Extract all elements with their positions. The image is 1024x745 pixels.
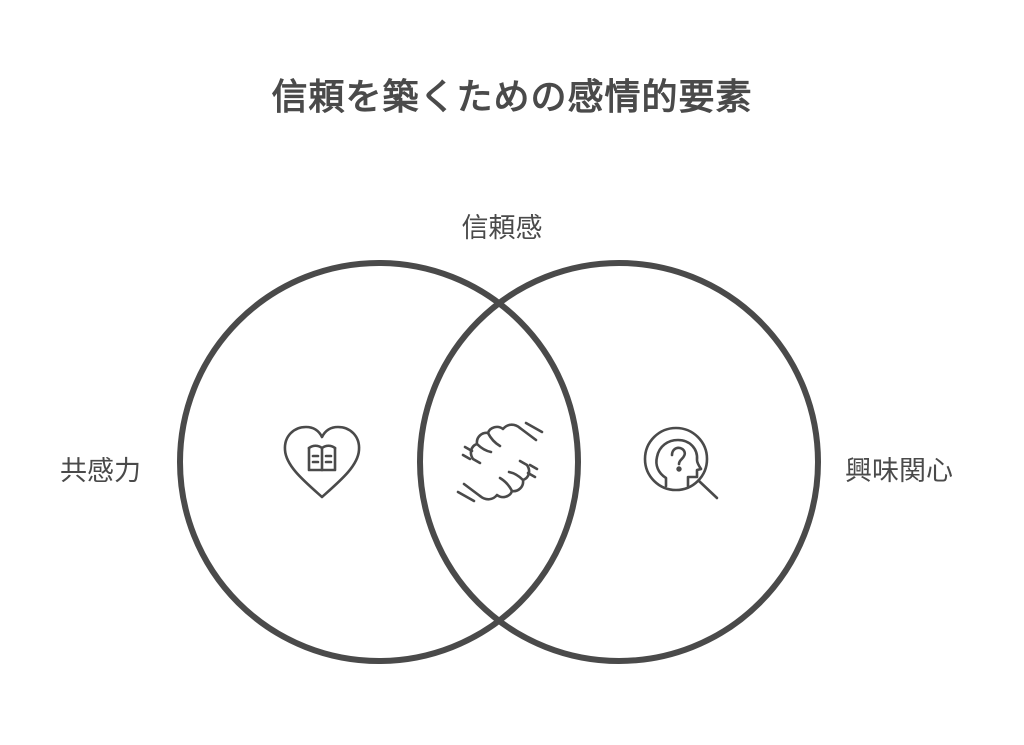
right-set-label: 興味関心 xyxy=(845,456,953,487)
fist-bump-icon xyxy=(456,421,544,503)
diagram-title: 信頼を築くための感情的要素 xyxy=(271,77,753,118)
intersection-label: 信頼感 xyxy=(461,213,543,244)
right-circle xyxy=(417,260,821,664)
heart-book-icon xyxy=(283,425,361,499)
left-set-label: 共感力 xyxy=(60,456,141,487)
left-circle xyxy=(177,260,581,664)
head-question-magnifier-icon xyxy=(643,426,719,500)
